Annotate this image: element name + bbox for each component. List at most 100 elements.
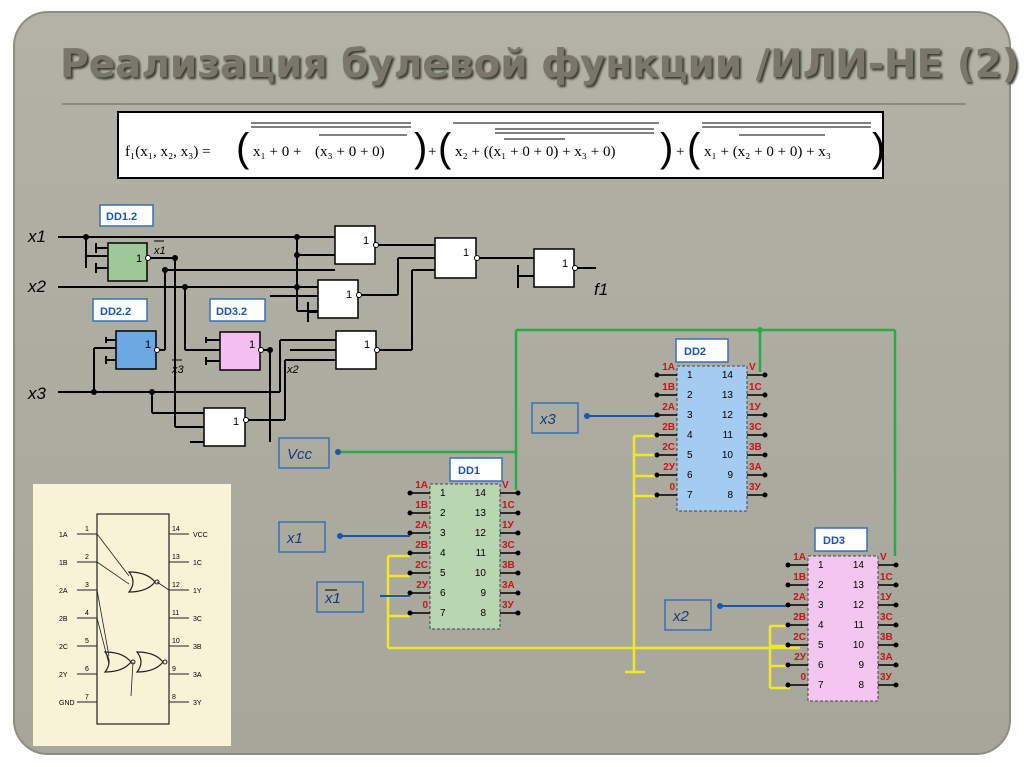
pin-label: 1B [793,572,806,583]
label-vcc: Vcc [287,446,313,463]
pin-label: 2B [662,422,675,433]
pin-dot [515,550,521,556]
pin-number: 4 [687,430,693,441]
pin-dot [407,490,413,496]
pin-dot [515,590,521,596]
ic-wire [96,533,130,577]
pin-number: 11 [723,430,734,441]
pin-dot [407,530,413,536]
ic-wire [96,561,130,585]
label-x1: x1 [286,530,303,547]
pin-dot [515,490,521,496]
pin-number: 10 [722,450,734,461]
gate-symbol: 1 [364,339,370,351]
ic-pin-label: 1Y [193,588,202,595]
pin-dot [762,392,768,398]
gate-symbol: 1 [249,339,255,351]
pin-number: 3 [440,528,446,539]
pin-dot [785,622,791,628]
pin-dot [654,452,660,458]
pin-label: 1C [502,500,515,511]
pin-number: 4 [818,620,824,631]
pin-number: 7 [687,490,693,501]
ic-gate-symbol [103,651,132,673]
pin-dot [893,682,899,688]
pin-dot [654,492,660,498]
pin-dot [515,610,521,616]
pin-number: 10 [475,568,487,579]
pin-label: 1У [749,402,762,413]
pin-number: 11 [476,548,487,559]
pin-number: 14 [722,370,734,381]
pin-number: 12 [722,410,734,421]
pin-label: 1У [502,520,515,531]
pin-dot [762,412,768,418]
chip-title-box [675,338,729,363]
pin-label: 1B [415,500,428,511]
ic-wire [96,617,110,665]
gate-symbol: 1 [363,235,369,247]
chip-body [676,365,748,512]
pin-dot [785,582,791,588]
junction-dot [757,327,763,333]
plus-sign: + [676,144,684,160]
input-x1-label: x1 [27,227,46,246]
pin-number: 1 [687,370,693,381]
pin-label: 1B [662,382,675,393]
ic-pin-number: 11 [172,610,179,617]
pin-dot [407,550,413,556]
pin-number: 8 [858,680,864,691]
ic-pin-number: 3 [85,582,89,589]
pin-number: 12 [475,528,487,539]
gate-symbol: 1 [233,416,239,428]
pin-label: 2B [415,540,428,551]
formula-term2: x₂ + ((x₁ + 0 + 0) + x₃ + 0) [455,144,615,160]
paren-close: ) [872,126,885,170]
pin-dot [654,412,660,418]
formula-term1-b: (x₃ + 0 + 0) [315,144,385,160]
pin-number: 6 [818,660,824,671]
pin-number: 9 [727,470,733,481]
pin-dot [762,472,768,478]
label-x2: x2 [672,608,690,625]
pin-dot [515,510,521,516]
pin-number: 13 [722,390,734,401]
pin-label: 2A [793,592,806,603]
ic-pin-label: 1C [193,560,202,567]
pin-label: 3C [502,540,515,551]
gate-nor-d [434,237,477,279]
pin-label: 3B [749,442,762,453]
pin-dot [654,432,660,438]
pin-label: 0 [800,672,806,683]
pin-number: 2 [818,580,824,591]
pin-dot [654,372,660,378]
ic-pin-number: 7 [85,694,89,701]
ic-pin-number: 1 [85,526,89,533]
ic-gate-bubble [154,579,160,585]
ic-wire [130,661,134,697]
gate-nor-final [533,248,575,288]
paren-close: ) [414,126,427,170]
pin-dot [785,602,791,608]
ic-pin-label: 3C [193,616,202,623]
pin-dot [893,642,899,648]
pin-label: 2У [663,462,676,473]
pin-label: 3У [880,672,893,683]
pin-number: 2 [687,390,693,401]
chip-body [429,483,501,630]
label-x1-bar-box [316,581,364,613]
pin-label: 3B [880,632,893,643]
chip-title-dd2: DD2 [684,346,706,358]
pin-label: 1A [662,362,675,373]
pin-dot [893,602,899,608]
pin-dot [762,452,768,458]
ic-pin-number: 13 [172,554,180,561]
pin-dot [762,432,768,438]
pin-label: 3A [880,652,893,663]
pin-number: 14 [475,488,487,499]
ic-pin-label: 2C [59,644,68,651]
pin-number: 8 [727,490,733,501]
ic-pin-number: 9 [172,666,176,673]
ic-pin-label: 1B [59,560,68,567]
